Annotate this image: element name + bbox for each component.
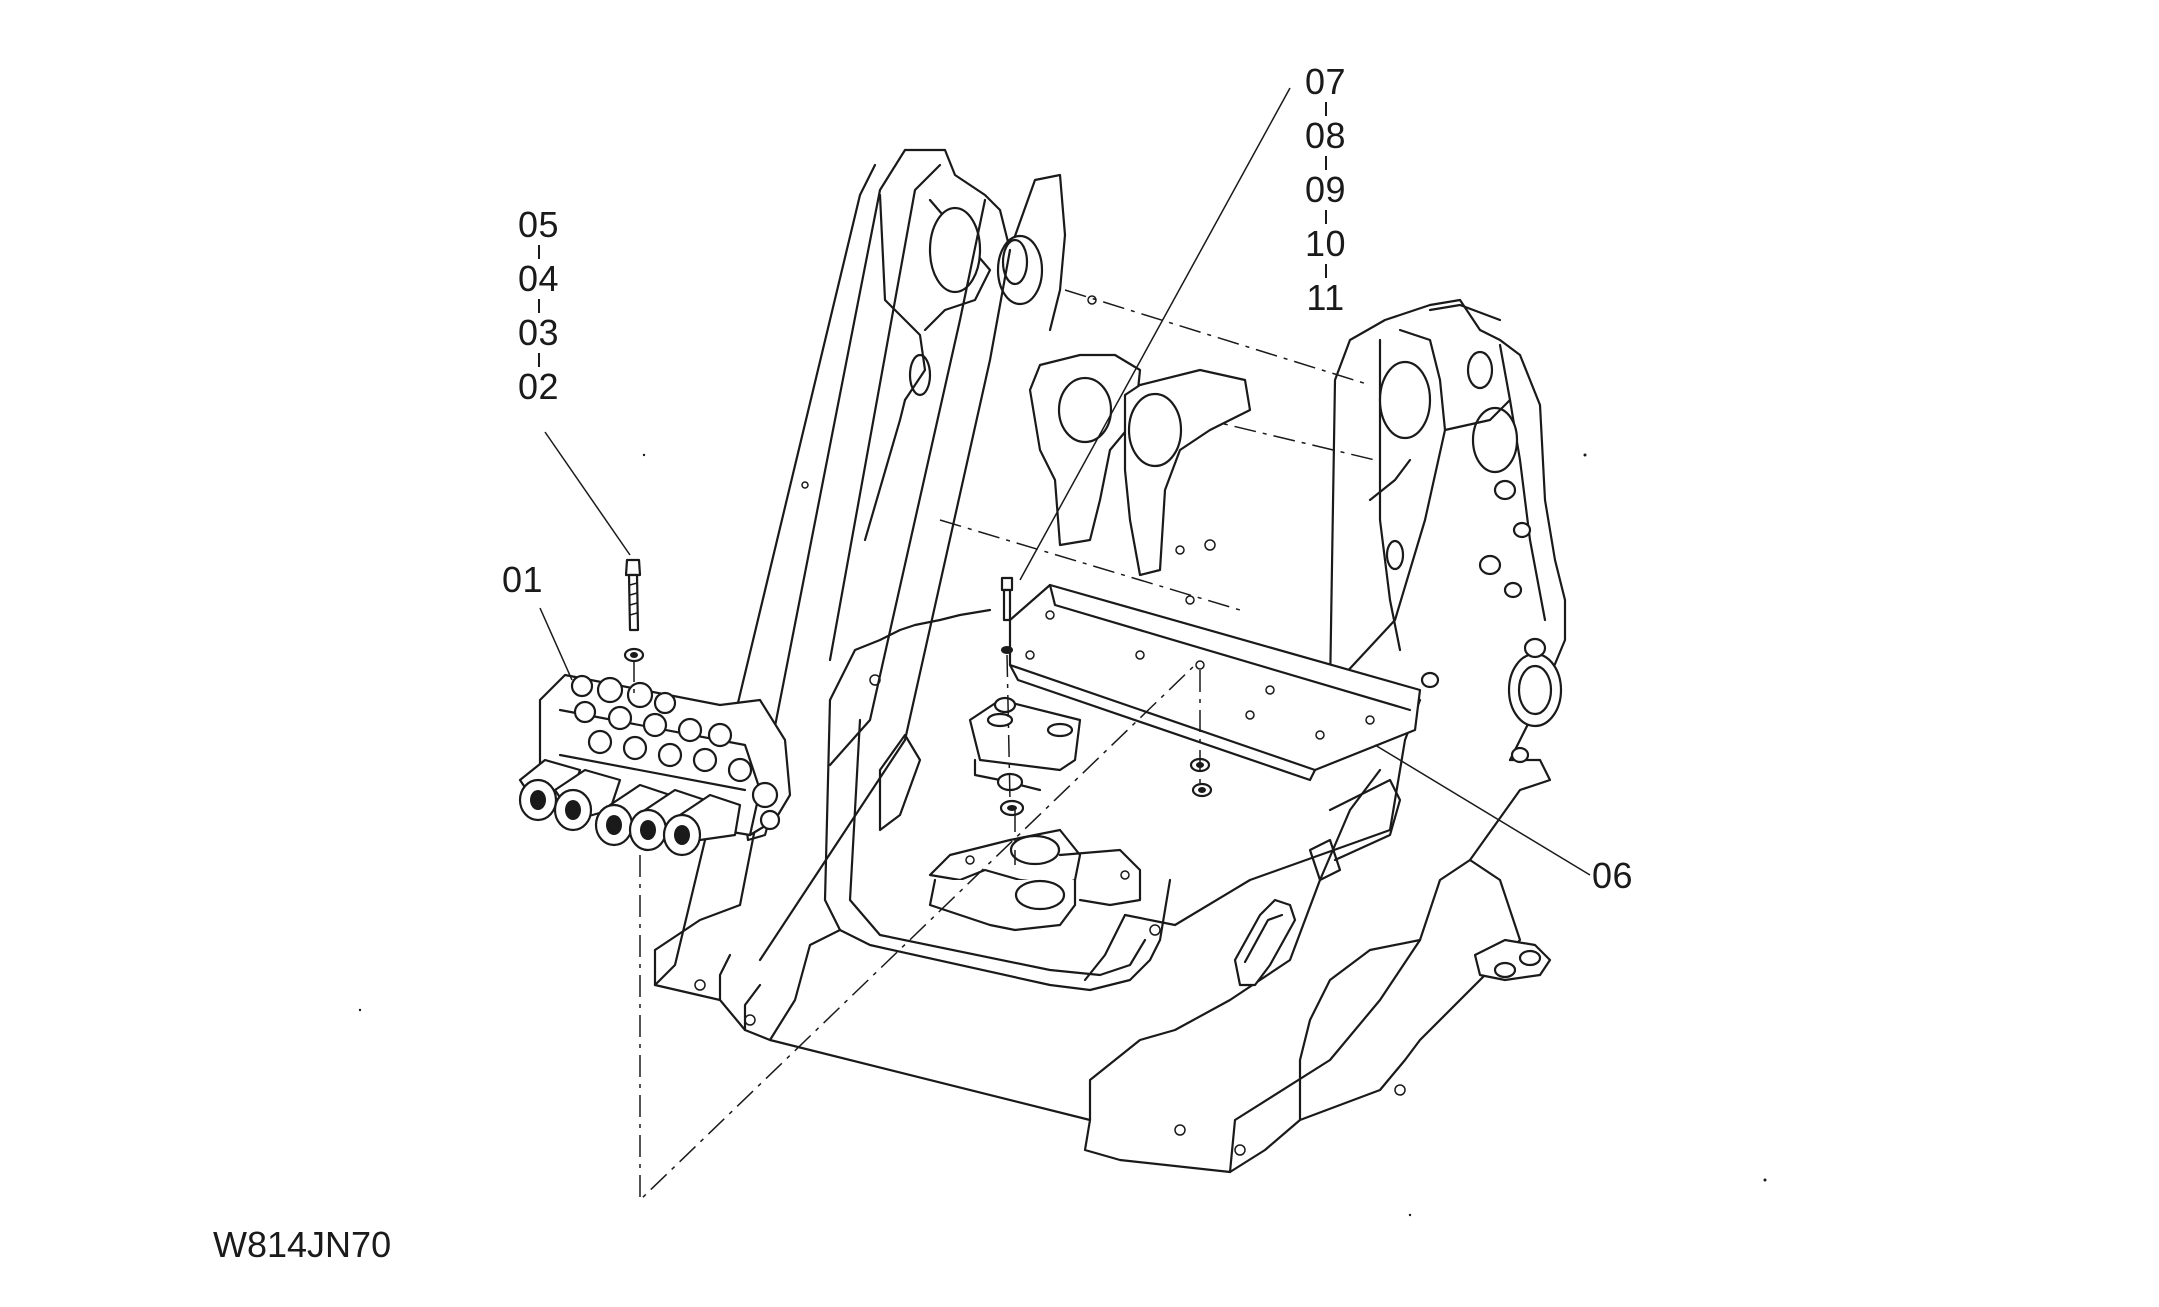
callout-11: 11 [1306,277,1345,318]
scan-specks [358,453,1767,1217]
callout-06: 06 [1592,855,1634,896]
callout-01: 01 [502,559,544,600]
callout-separator [1324,210,1327,224]
callout-separator [1324,156,1327,170]
callout-08: 08 [1305,115,1347,156]
callout-10: 10 [1305,223,1347,264]
callout-stack-right: 07 08 09 10 11 [1305,64,1346,316]
valve-ports [570,674,781,831]
leader-lines [539,87,1591,876]
control-valve-assembly [518,673,792,857]
valve-mounting-bolt [623,558,645,663]
cover-plate-assembly [993,576,1422,817]
callout-03: 03 [518,312,560,353]
valve-spools [518,758,742,857]
callout-05: 05 [518,204,560,245]
callout-02: 02 [518,366,560,407]
callout-separator [1324,264,1327,278]
callout-separator [1324,102,1327,116]
callout-separator [537,353,540,367]
callout-stack-left: 05 04 03 02 [518,207,559,405]
callout-09: 09 [1305,169,1347,210]
assembly-lines [633,654,1201,1202]
callout-04: 04 [518,258,560,299]
figure-code: W814JN70 [213,1224,392,1265]
callout-07: 07 [1305,61,1347,102]
callout-separator [537,299,540,313]
callout-separator [537,245,540,259]
loader-frame [653,148,1567,1174]
